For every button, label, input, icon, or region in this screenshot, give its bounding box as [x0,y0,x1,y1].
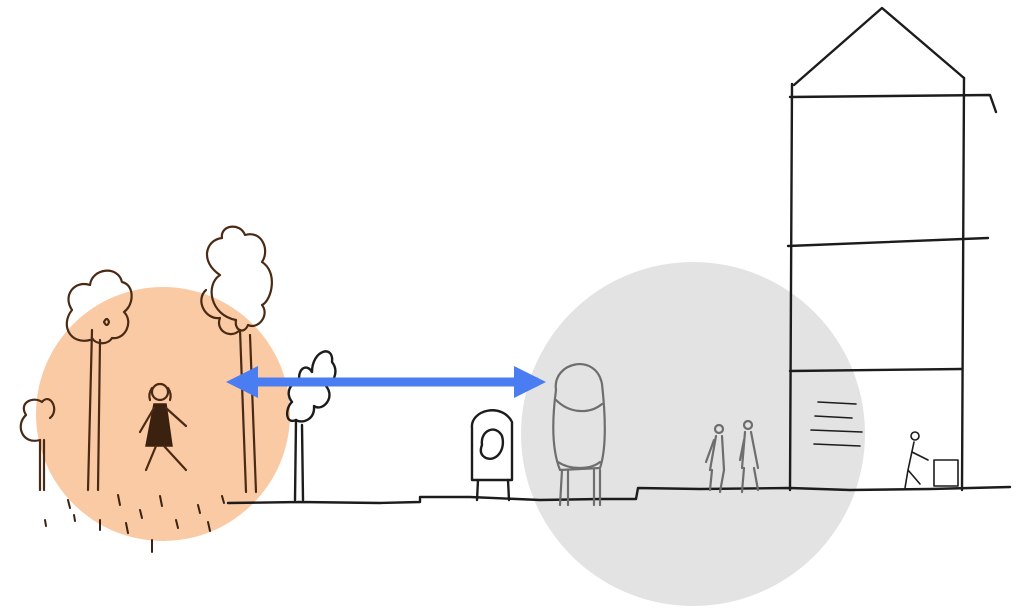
tree-icon [286,350,337,502]
double-arrow-icon [226,366,546,398]
person-icon [138,382,188,472]
grass-marks [44,494,225,553]
building-icon [786,6,998,492]
tree-icon [200,225,273,494]
autonomous-pod-icon [470,409,514,502]
urban-zone-circle [521,262,865,606]
autonomous-pod-icon [552,363,606,507]
person-icon [904,431,959,489]
person-icon [704,423,726,494]
tree-icon [19,398,56,492]
person-icon [738,419,760,494]
tree-icon [65,269,133,492]
